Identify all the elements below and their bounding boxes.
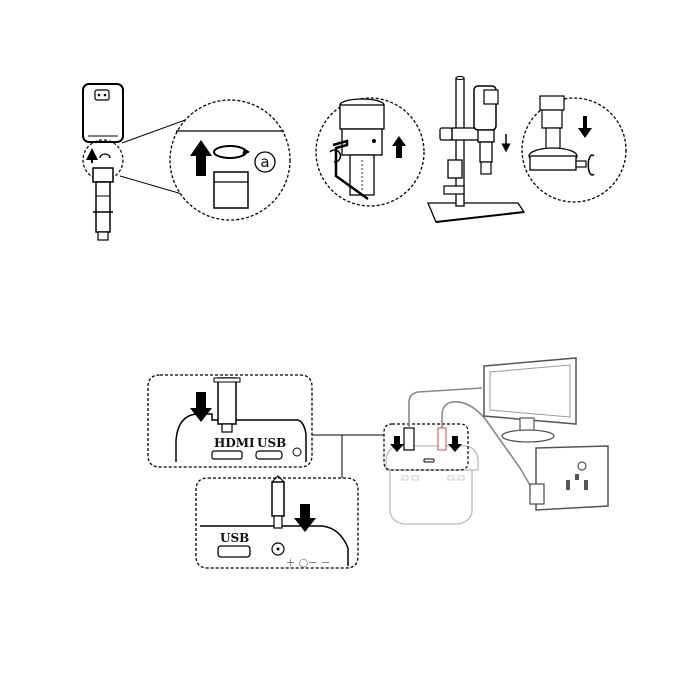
socket-plate <box>536 446 608 510</box>
stand-base <box>428 203 524 222</box>
step1-camera-lens-assembly <box>83 84 123 240</box>
hdmi-plug-small <box>404 428 414 450</box>
monitor-screen <box>484 358 576 424</box>
hdmi-port <box>212 451 242 459</box>
usb-port-label: USB <box>257 436 286 450</box>
power-adapter <box>530 484 544 504</box>
monitor-stand <box>502 430 554 442</box>
monitor <box>484 358 576 442</box>
hdmi-cable <box>409 388 482 428</box>
camera-top-port <box>95 90 109 100</box>
lens-barrel <box>96 182 110 232</box>
step2-collar-callout <box>316 98 424 206</box>
small-rotate-icon <box>100 154 110 158</box>
lock-screw <box>576 161 586 167</box>
hdmi-port-label: HDMI <box>214 436 255 450</box>
port-callout-top: HDMI USB <box>148 375 312 467</box>
socket-switch <box>578 462 586 470</box>
usb-port-lower <box>218 546 250 557</box>
port-callout-bottom: USB + ○− − <box>196 476 358 569</box>
power-plug-small <box>438 428 446 450</box>
camera-rear-view <box>386 446 478 524</box>
step2-lens-insert-callout <box>522 96 626 202</box>
lens-coupler <box>93 168 113 182</box>
polarity-symbol: + ○− − <box>286 556 330 569</box>
usb-port <box>256 451 282 459</box>
lens-top-closeup <box>214 172 248 208</box>
step1-zoom-callout: a <box>170 100 290 220</box>
hdmi-cable-plug <box>218 378 236 424</box>
wall-socket <box>530 446 608 510</box>
callout-label-a: a <box>260 153 269 171</box>
focus-knob <box>440 128 452 140</box>
microscope-stand <box>428 77 524 223</box>
power-cable-plug <box>272 482 284 516</box>
usb-port-label-lower: USB <box>220 531 249 545</box>
